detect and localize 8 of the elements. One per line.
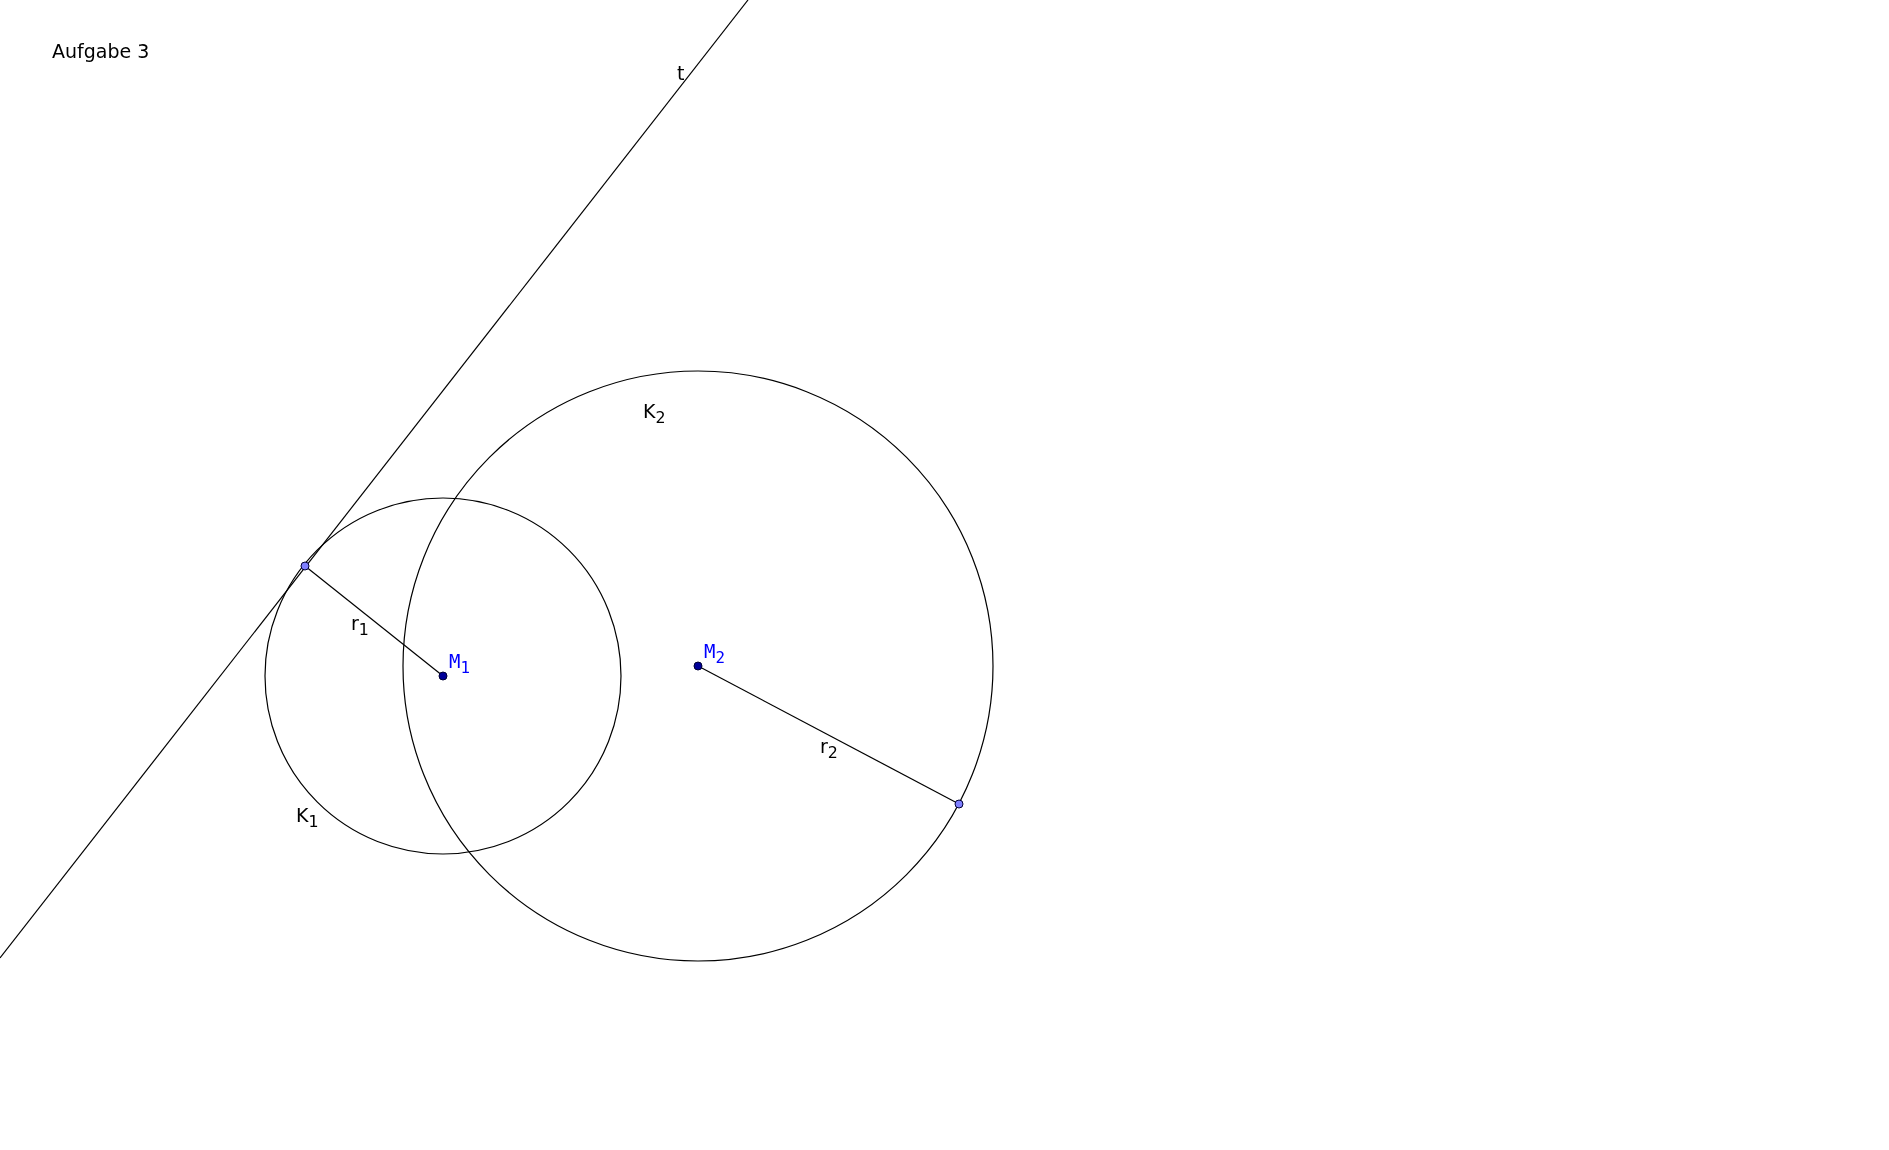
line-label: t bbox=[677, 64, 685, 83]
radius-label: r$_{2}$ bbox=[820, 737, 838, 761]
point-label: M$_{1}$ bbox=[449, 652, 470, 676]
radius-label: r$_{1}$ bbox=[351, 614, 369, 638]
circle-label: K$_{1}$ bbox=[296, 806, 319, 830]
circle-label: K$_{2}$ bbox=[643, 402, 666, 426]
point-label: M$_{2}$ bbox=[704, 642, 725, 666]
title: Aufgabe 3 bbox=[52, 42, 150, 61]
